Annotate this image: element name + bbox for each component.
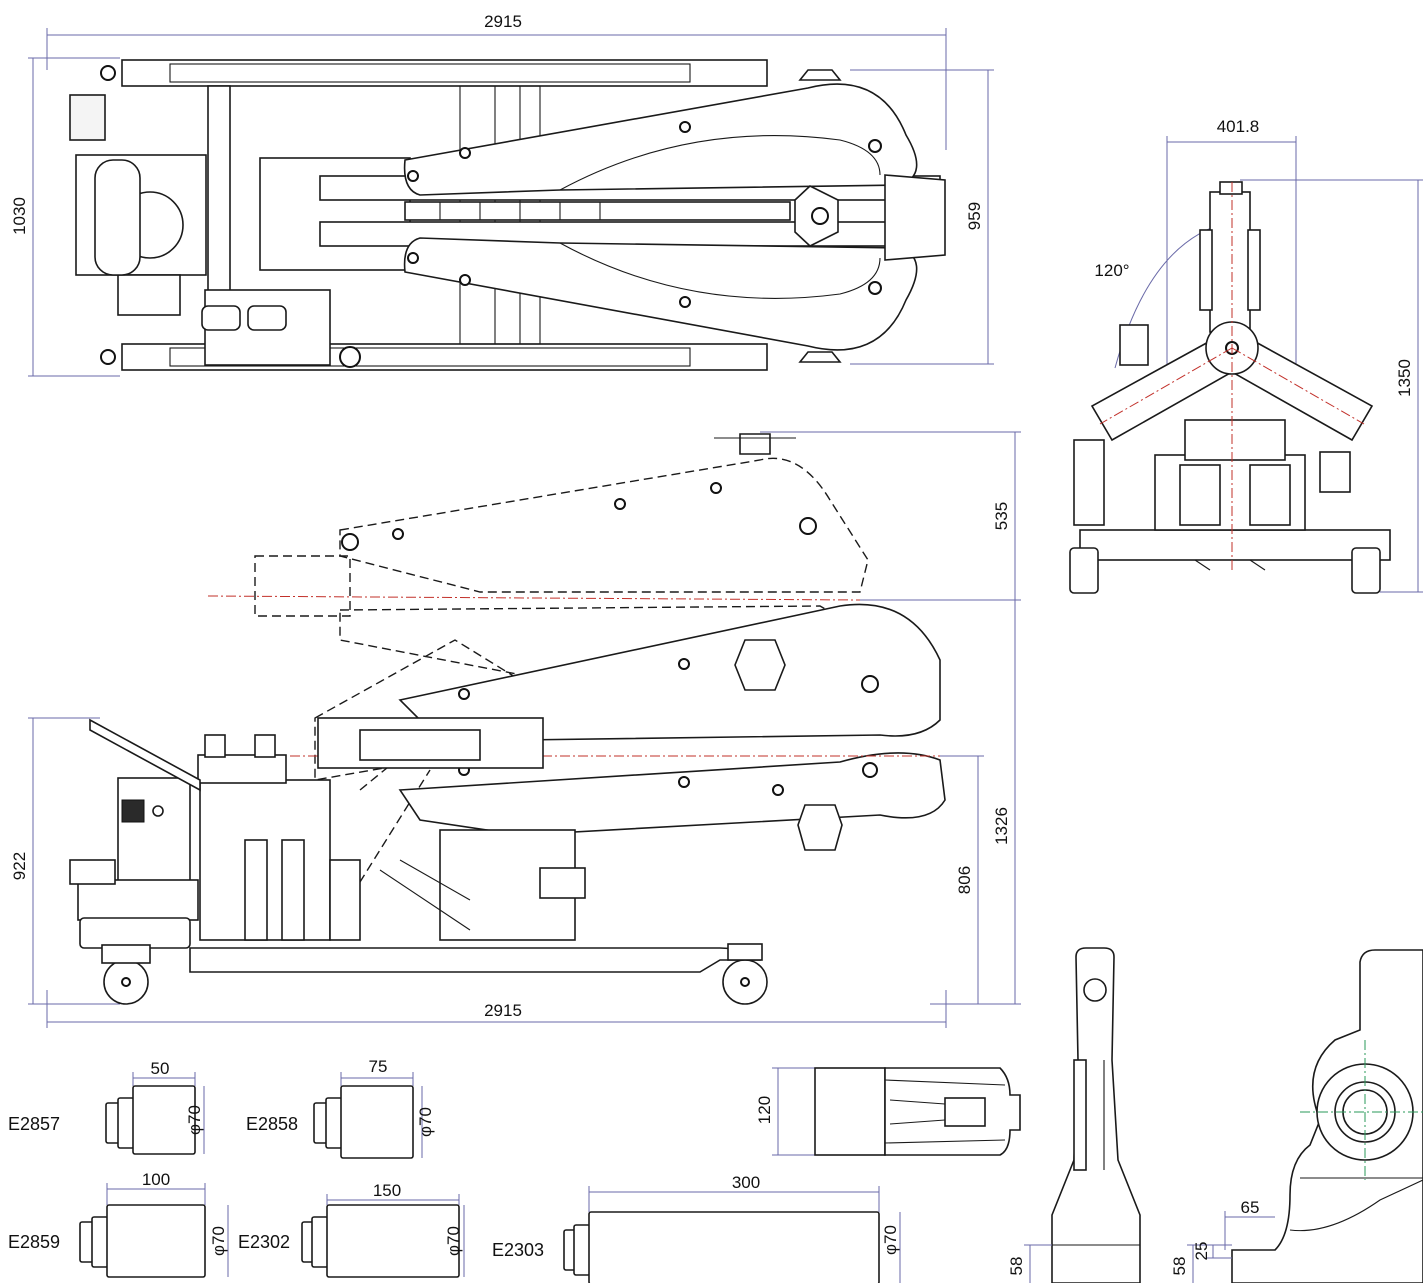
center-rod-top bbox=[404, 201, 791, 221]
extension-code: E2859 bbox=[8, 1232, 60, 1252]
angle-front: 120° bbox=[1094, 261, 1129, 280]
extension-diameter: φ70 bbox=[444, 1226, 463, 1256]
dim-top-arm-width: 959 bbox=[965, 202, 984, 230]
dim-top-width: 1030 bbox=[10, 197, 29, 235]
dim-top-length: 2915 bbox=[484, 12, 522, 31]
top-view: 2915 1030 959 bbox=[10, 12, 994, 377]
extension-length: 100 bbox=[142, 1170, 170, 1189]
extension-code: E2857 bbox=[8, 1114, 60, 1134]
extension-diameter: φ70 bbox=[185, 1105, 204, 1135]
dim-side-total: 1326 bbox=[992, 807, 1011, 845]
dim-side-frame: 806 bbox=[955, 866, 974, 894]
side-view: 535 1326 806 922 2915 bbox=[10, 431, 1021, 1028]
dim-side-base: 922 bbox=[10, 852, 29, 880]
dim-shoe-width: 65 bbox=[1241, 1198, 1260, 1217]
extension-length: 50 bbox=[151, 1059, 170, 1078]
front-arm-vertical bbox=[1209, 191, 1251, 333]
arm-end-body bbox=[1051, 947, 1141, 1283]
arm-upper-top bbox=[403, 83, 918, 196]
extension-e2858: E2858 75 φ70 bbox=[246, 1057, 435, 1159]
side-base bbox=[189, 947, 761, 973]
extension-e2302: E2302 150 φ70 bbox=[238, 1181, 465, 1278]
extension-code: E2858 bbox=[246, 1114, 298, 1134]
extension-length: 300 bbox=[732, 1173, 760, 1192]
extension-diameter: φ70 bbox=[416, 1107, 435, 1137]
arm-lower-top bbox=[403, 237, 918, 351]
tip-detail: 120 bbox=[755, 1067, 1021, 1156]
dim-side-upper: 535 bbox=[992, 502, 1011, 530]
arm-end-detail: 58 bbox=[1007, 947, 1141, 1283]
front-base bbox=[1079, 529, 1391, 561]
extension-e2859: E2859 100 φ70 bbox=[8, 1170, 229, 1278]
dim-shoe-step: 25 bbox=[1192, 1242, 1211, 1261]
arm-side-middle bbox=[398, 603, 941, 741]
tip-body bbox=[814, 1067, 886, 1156]
extension-code: E2303 bbox=[492, 1240, 544, 1260]
dim-side-length: 2915 bbox=[484, 1001, 522, 1020]
extension-e2857: E2857 50 φ70 bbox=[8, 1059, 205, 1155]
extension-diameter: φ70 bbox=[881, 1225, 900, 1255]
dim-tip-width: 120 bbox=[755, 1096, 774, 1124]
dim-shoe-height-a: 58 bbox=[1007, 1257, 1026, 1276]
dim-front-width: 401.8 bbox=[1217, 117, 1260, 136]
side-handle bbox=[89, 718, 201, 792]
extension-e2303: E2303 300 φ70 bbox=[492, 1173, 901, 1283]
extensions: E2857 50 φ70 E2858 75 φ70 E2859 bbox=[8, 1057, 901, 1283]
dim-shoe-height-b: 58 bbox=[1170, 1257, 1189, 1276]
dim-front-height: 1350 bbox=[1395, 359, 1414, 397]
front-view: 401.8 1350 120° bbox=[1069, 117, 1423, 594]
extension-diameter: φ70 bbox=[209, 1226, 228, 1256]
claw-detail: 65 58 25 bbox=[1170, 949, 1423, 1283]
extension-length: 75 bbox=[369, 1057, 388, 1076]
arm-ghost-raised bbox=[339, 457, 869, 593]
extension-code: E2302 bbox=[238, 1232, 290, 1252]
extension-length: 150 bbox=[373, 1181, 401, 1200]
